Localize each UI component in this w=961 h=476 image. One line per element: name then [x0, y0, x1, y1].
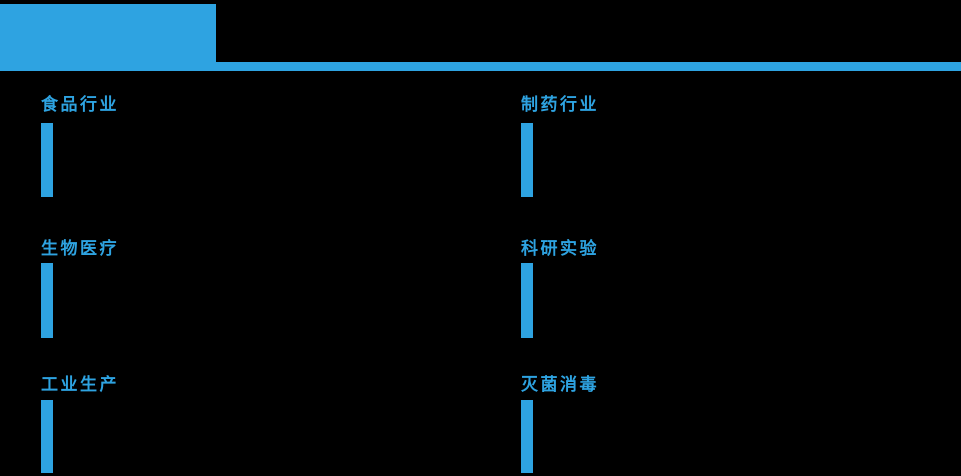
section-pharmaceutical-industry: 制药行业 — [521, 96, 961, 197]
header-accent-block — [0, 4, 216, 62]
section-accent-bar — [521, 123, 533, 197]
section-scientific-research: 科研实验 — [521, 240, 961, 338]
section-accent-bar — [41, 123, 53, 197]
section-accent-bar — [41, 263, 53, 338]
section-accent-bar — [521, 400, 533, 473]
section-accent-bar — [41, 400, 53, 473]
section-sterilization-disinfection: 灭菌消毒 — [521, 376, 961, 473]
section-title: 生物医疗 — [41, 239, 119, 258]
section-industrial-production: 工业生产 — [41, 376, 501, 473]
section-accent-bar — [521, 263, 533, 338]
section-biomedical: 生物医疗 — [41, 240, 501, 338]
section-title: 制药行业 — [521, 95, 599, 114]
header-divider-rule — [0, 62, 961, 71]
section-title: 工业生产 — [41, 375, 119, 394]
section-food-industry: 食品行业 — [41, 96, 501, 197]
section-title: 灭菌消毒 — [521, 375, 599, 394]
section-title: 科研实验 — [521, 239, 599, 258]
section-title: 食品行业 — [41, 95, 119, 114]
